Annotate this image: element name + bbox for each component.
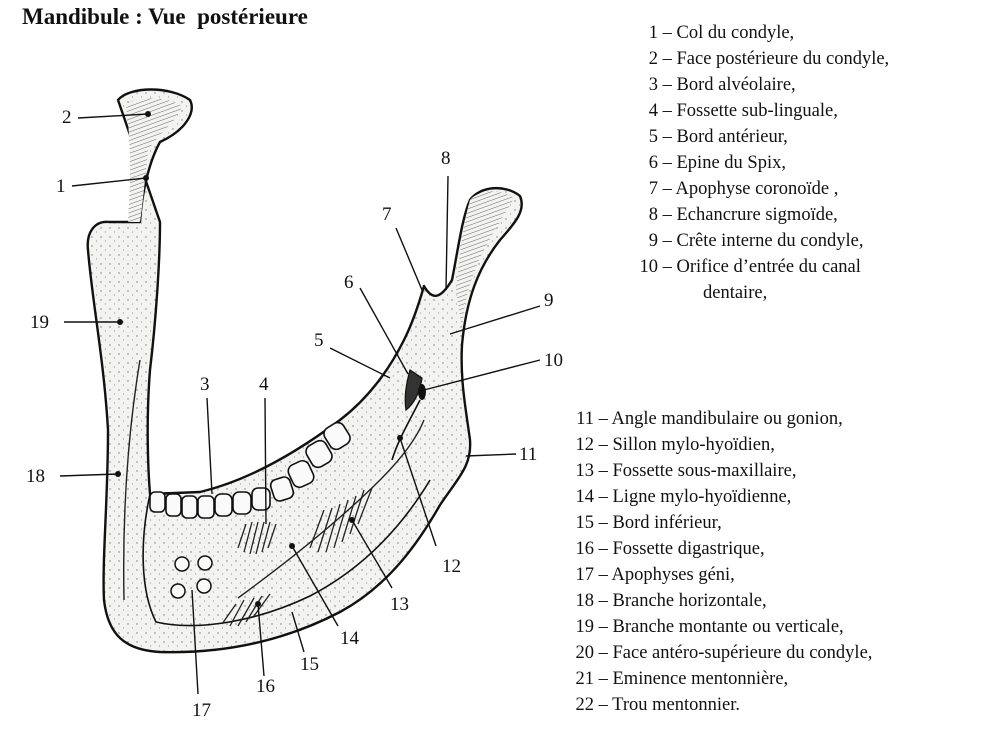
figure-label-15: 15 bbox=[300, 654, 319, 675]
figure-label-6: 6 bbox=[344, 272, 354, 293]
legend-item: 3 – Bord alvéolaire, bbox=[648, 75, 796, 95]
legend-item: 15 – Bord inférieur, bbox=[575, 513, 722, 533]
geni-tubercles bbox=[170, 555, 213, 599]
leader-dots bbox=[115, 111, 403, 607]
legend-item: 2 – Face postérieure du condyle, bbox=[648, 49, 890, 69]
figure-label-4: 4 bbox=[259, 374, 269, 395]
figure-label-9: 9 bbox=[544, 290, 554, 311]
figure-label-13: 13 bbox=[390, 594, 409, 615]
figure-label-8: 8 bbox=[441, 148, 451, 169]
legend-item: 4 – Fossette sub-linguale, bbox=[648, 101, 838, 121]
figure-label-19: 19 bbox=[30, 312, 49, 333]
figure-label-5: 5 bbox=[314, 330, 324, 351]
legend-item: 9 – Crête interne du condyle, bbox=[648, 231, 864, 251]
figure-label-11: 11 bbox=[519, 444, 537, 465]
coronoid-shading bbox=[456, 191, 514, 330]
legend-item: 10 – Orifice d’entrée du canal dentaire, bbox=[634, 254, 889, 306]
legend-item: 7 – Apophyse coronoïde , bbox=[648, 179, 839, 199]
legend-item-continuation: dentaire, bbox=[703, 283, 768, 303]
legend-item: 22 – Trou mentonnier. bbox=[575, 695, 740, 715]
condyle-shading bbox=[126, 98, 182, 222]
mylohyoid-line bbox=[237, 419, 425, 599]
figure-label-18: 18 bbox=[26, 466, 45, 487]
figure-label-10: 10 bbox=[544, 350, 563, 371]
figure-label-7: 7 bbox=[382, 204, 392, 225]
figure-label-2: 2 bbox=[62, 107, 72, 128]
branch-inner-contour bbox=[123, 359, 141, 601]
legend-item: 6 – Epine du Spix, bbox=[648, 153, 786, 173]
page-title: Mandibule : Vue postérieure bbox=[22, 4, 308, 29]
legend-item: 11 – Angle mandibulaire ou gonion, bbox=[576, 409, 843, 429]
mandible-drawing: 2 1 19 18 3 4 5 6 7 8 9 10 11 12 13 14 1… bbox=[26, 88, 563, 721]
legend-item: 20 – Face antéro-supérieure du condyle, bbox=[575, 643, 873, 663]
legend-item: 19 – Branche montante ou verticale, bbox=[575, 617, 844, 637]
figure-label-17: 17 bbox=[192, 700, 211, 721]
legend-item: 21 – Eminence mentonnière, bbox=[575, 669, 789, 689]
figure-label-14: 14 bbox=[340, 628, 360, 649]
legend-item: 17 – Apophyses géni, bbox=[575, 565, 735, 585]
legend-item: 18 – Branche horizontale, bbox=[575, 591, 767, 611]
legend-item: 1 – Col du condyle, bbox=[648, 23, 795, 43]
figure-label-12: 12 bbox=[442, 556, 461, 577]
figure-label-1: 1 bbox=[56, 176, 66, 197]
legend-item: 13 – Fossette sous-maxillaire, bbox=[575, 461, 797, 481]
legend-item: 5 – Bord antérieur, bbox=[648, 127, 788, 147]
fossa-markings bbox=[221, 487, 373, 627]
legend-item: 16 – Fossette digastrique, bbox=[575, 539, 765, 559]
figure-label-16: 16 bbox=[256, 676, 275, 697]
dental-canal-orifice bbox=[418, 384, 426, 400]
figure-label-3: 3 bbox=[200, 374, 210, 395]
leader-lines bbox=[59, 113, 541, 695]
legend-item: 12 – Sillon mylo-hyoïdien, bbox=[575, 435, 775, 455]
mandible-inner-contour bbox=[142, 479, 431, 627]
legend-item: 8 – Echancrure sigmoïde, bbox=[648, 205, 838, 225]
legend-lower: 11 – Angle mandibulaire ou gonion, 12 – … bbox=[570, 406, 873, 718]
legend-upper: 1 – Col du condyle, 2 – Face postérieure… bbox=[634, 20, 890, 306]
legend-item: 14 – Ligne mylo-hyoïdienne, bbox=[575, 487, 792, 507]
mylohyoid-groove bbox=[391, 399, 421, 461]
